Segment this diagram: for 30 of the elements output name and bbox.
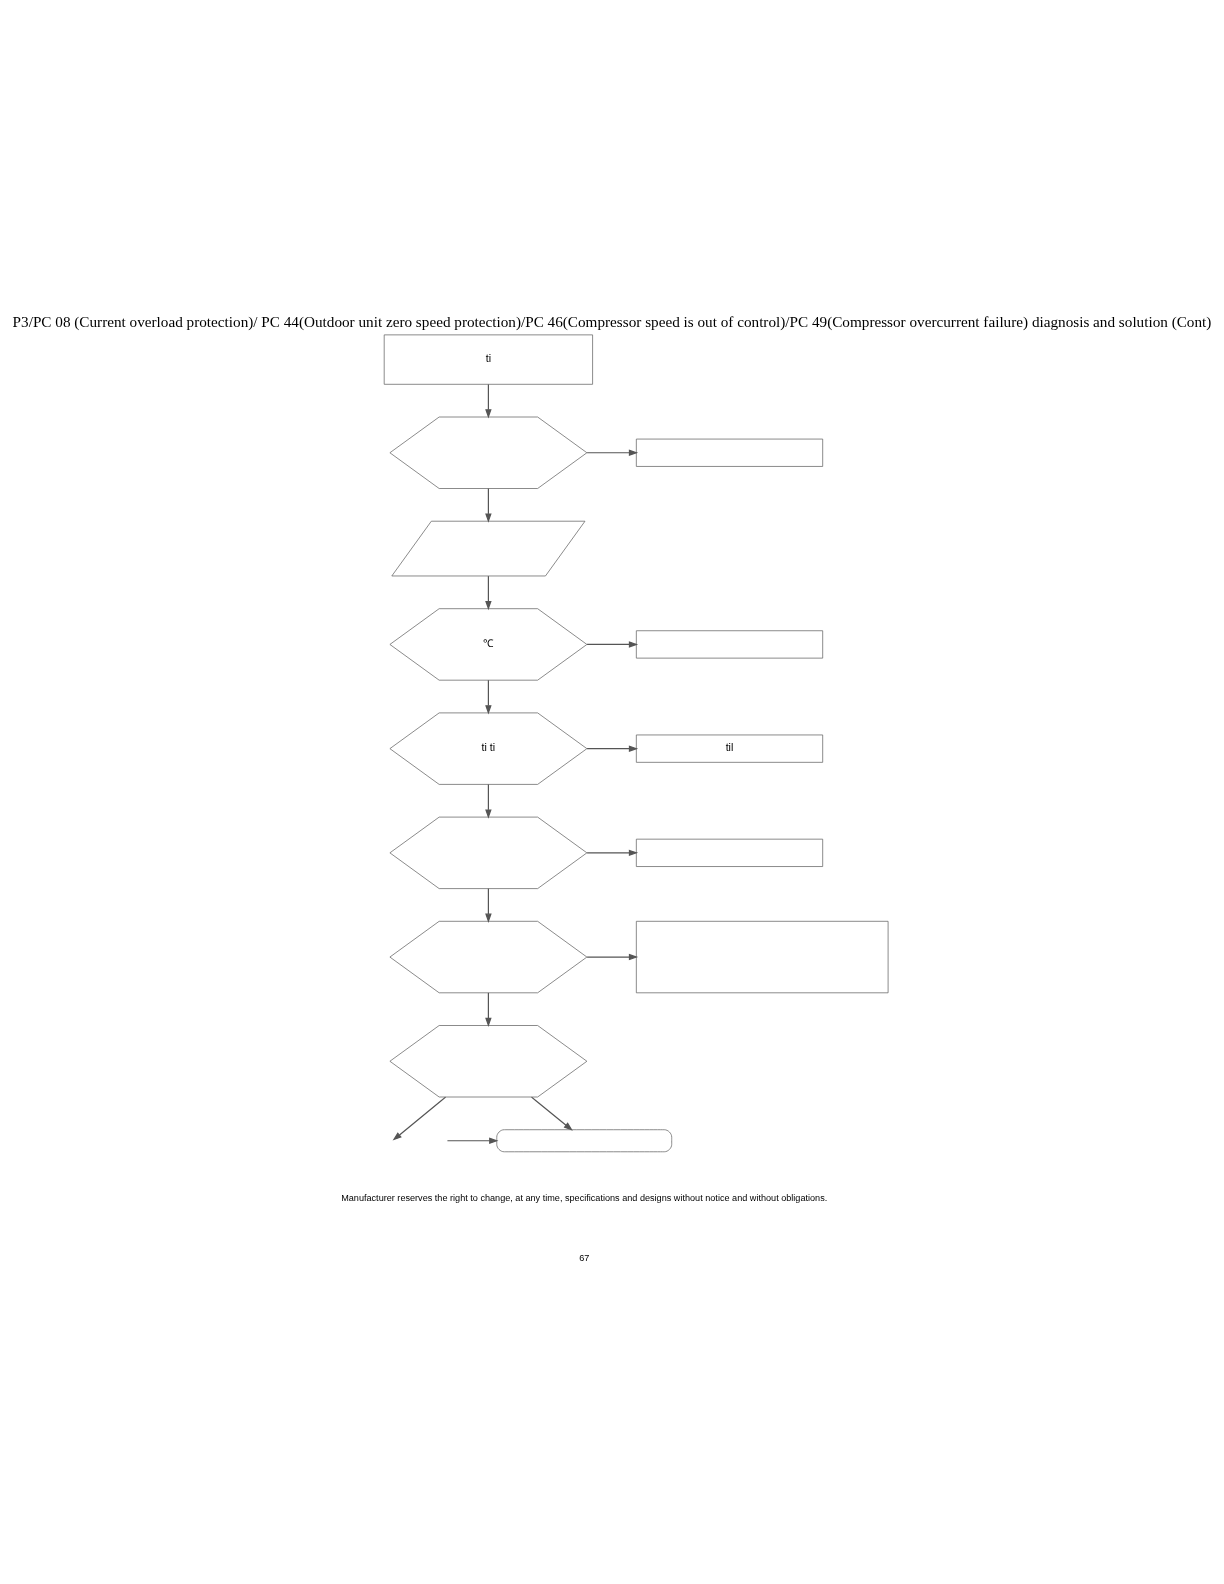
arrow [485,383,492,419]
node-box: til [635,734,824,763]
arrow [586,641,639,648]
arrow [586,449,639,457]
arrow [485,783,492,819]
arrow [530,1096,573,1131]
node-hexagon [389,416,588,489]
node-hexagon [389,920,588,994]
node-parallelogram [391,520,586,577]
label: 67 [579,1252,590,1263]
node-box [635,438,824,467]
node-hexagon [389,1025,588,1098]
arrow [485,575,492,611]
arrow [586,745,639,752]
node-pill [496,1129,673,1153]
node-hexagon [389,816,588,889]
node-box [635,838,824,867]
arrow [392,1096,447,1141]
arrow [485,679,492,715]
diagram-title: P3/PC 08 (Current overload protection)/ PC 44(Outdoor unit zero speed protection)/PC 46(Compressor speed is out of control)/PC 49(Compressor overcurrent failure) diagnosis and solution (Cont) [12,313,1212,331]
arrow [586,849,639,857]
arrow [485,992,492,1028]
arrow [446,1137,499,1144]
node-box: ti [383,334,593,385]
node-box [635,630,824,659]
caption: Manufacturer reserves the right to change, at any time, specifications and designs without notice and without obligations. [341,1192,828,1203]
arrow [586,953,639,961]
node-box [635,920,889,994]
arrow [485,888,492,923]
arrow [485,488,492,523]
